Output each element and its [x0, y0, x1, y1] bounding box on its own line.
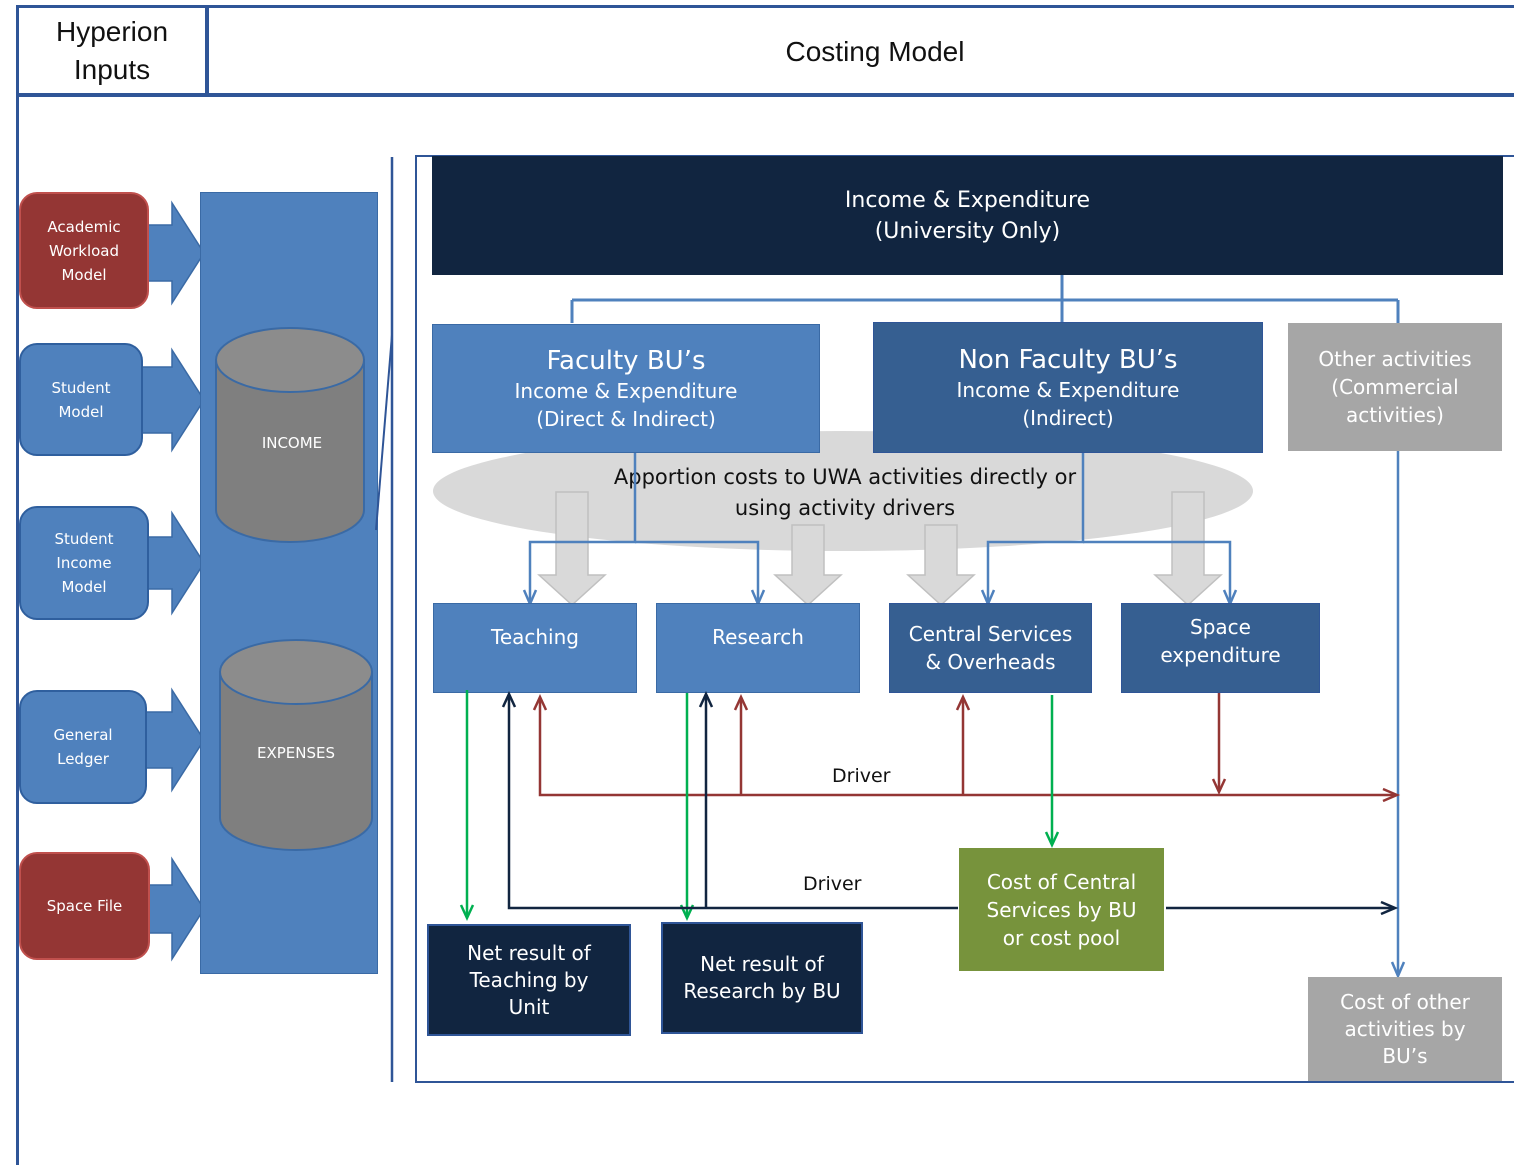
- cost-central-services-box: Cost of Central Services by BU or cost p…: [959, 848, 1164, 971]
- cost-other-activities-box: Cost of other activities by BU’s: [1308, 977, 1502, 1081]
- database-cylinders: [215, 327, 373, 851]
- teaching-box: Teaching: [433, 603, 637, 693]
- faculty-bu-line2: (Direct & Indirect): [536, 406, 716, 431]
- header-divider: [205, 5, 209, 95]
- other-activities-box: Other activities (Commercial activities): [1288, 323, 1502, 451]
- faculty-bu-title: Faculty BU’s: [546, 345, 706, 376]
- hyperion-inputs-title: Hyperion Inputs: [55, 16, 169, 85]
- central-services-box: Central Services & Overheads: [889, 603, 1092, 693]
- costing-model-title: Costing Model: [785, 36, 965, 67]
- space-expenditure-box: Space expenditure: [1121, 603, 1320, 693]
- driver-label-red: Driver: [832, 765, 891, 787]
- faculty-bu-box: Faculty BU’s Income & Expenditure (Direc…: [432, 324, 820, 453]
- zoom-connectors: [375, 157, 394, 1082]
- input-academic-workload-model: Academic Workload Model: [19, 192, 149, 309]
- income-db-label: INCOME: [261, 434, 323, 452]
- arrow-student-model: [139, 347, 205, 453]
- non-faculty-bu-line2: (Indirect): [1022, 405, 1114, 430]
- net-result-teaching-box: Net result of Teaching by Unit: [427, 924, 631, 1036]
- driver-label-navy: Driver: [803, 873, 862, 895]
- faculty-bu-line1: Income & Expenditure: [514, 378, 738, 403]
- net-result-research-box: Net result of Research by BU: [661, 922, 863, 1034]
- input-space-file: Space File: [19, 852, 150, 960]
- non-faculty-bu-title: Non Faculty BU’s: [958, 344, 1178, 375]
- apportion-text: Apportion costs to UWA activities direct…: [613, 465, 1077, 520]
- income-cylinder: [215, 359, 365, 543]
- expenses-cylinder: [219, 671, 373, 851]
- page-frame: [16, 5, 1514, 1165]
- input-student-model: Student Model: [19, 343, 143, 456]
- input-student-income-model: Student Income Model: [19, 506, 149, 620]
- header-bottom-rule: [16, 93, 1514, 97]
- non-faculty-bu-box: Non Faculty BU’s Income & Expenditure (I…: [873, 322, 1263, 453]
- research-box: Research: [656, 603, 860, 693]
- university-ie-box: Income & Expenditure (University Only): [432, 156, 1503, 275]
- non-faculty-bu-line1: Income & Expenditure: [956, 377, 1180, 402]
- input-general-ledger: General Ledger: [19, 690, 147, 804]
- expenses-db-label: EXPENSES: [256, 744, 336, 762]
